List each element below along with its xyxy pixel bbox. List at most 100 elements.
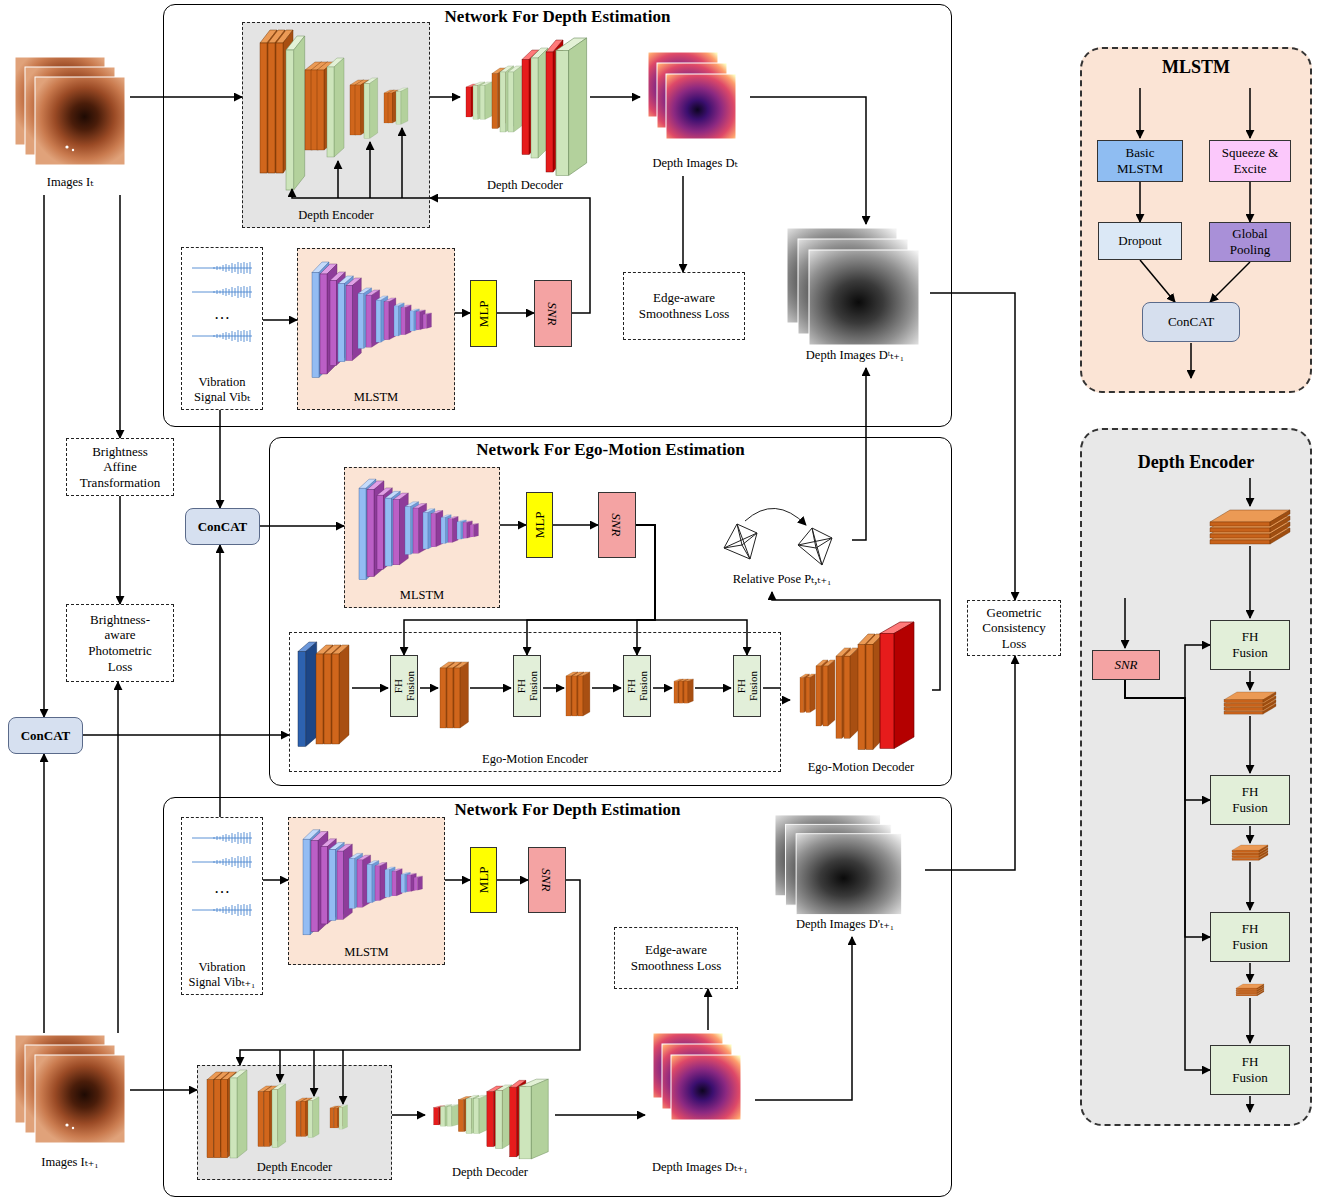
decoder-stack: Ego-Motion Decoder xyxy=(790,618,932,780)
vibration-signal: …Vibration Signal Vibₜ xyxy=(181,247,263,410)
box-label: Squeeze & Excite xyxy=(1213,145,1287,176)
connector-arrow xyxy=(1140,260,1175,302)
illustration-shape xyxy=(592,687,621,689)
panel-title: Depth Encoder xyxy=(1138,452,1255,474)
concat-box: ConCAT xyxy=(185,508,260,545)
fusion-box: FH Fusion xyxy=(390,655,418,717)
mlstm-block: MLSTM xyxy=(297,248,455,410)
box-label: Brightness Affine Transformation xyxy=(77,444,163,491)
connector-arrow xyxy=(1210,262,1250,302)
loss-box: Edge-aware Smoothness Loss xyxy=(623,272,745,340)
connector-arrow xyxy=(755,937,852,1100)
illustration-shape xyxy=(1190,343,1192,378)
illustration-shape xyxy=(724,524,757,559)
illustration-shape xyxy=(1249,546,1251,618)
illustration-shape xyxy=(724,508,832,565)
box-label: ConCAT xyxy=(21,728,71,744)
box-label: ConCAT xyxy=(1168,314,1214,330)
caption: MLSTM xyxy=(354,390,398,405)
connector-arrow xyxy=(553,524,598,526)
loss-box: Geometric Consistency Loss xyxy=(967,600,1061,656)
illustration-shape xyxy=(543,687,564,689)
caption: MLSTM xyxy=(400,588,444,603)
connector-arrow xyxy=(781,699,790,701)
fusion-box: FH Fusion xyxy=(733,655,761,717)
illustration-shape xyxy=(724,524,757,559)
connector-arrow xyxy=(707,989,709,1030)
connector-arrow xyxy=(263,319,297,321)
caption: Images Iₜ xyxy=(47,175,93,190)
encoder-block: Depth Encoder xyxy=(197,1065,392,1180)
snr-box: SNR xyxy=(534,280,572,347)
connector-arrow xyxy=(925,656,1015,870)
illustration-shape xyxy=(364,78,378,139)
network-panel: Network For Depth EstimationDepth Encode… xyxy=(163,4,952,427)
illustration-shape xyxy=(1249,826,1251,843)
illustration-shape xyxy=(352,687,388,689)
caption: Ego-Motion Encoder xyxy=(482,752,588,767)
caption: … xyxy=(214,304,230,323)
illustration-shape xyxy=(313,1050,315,1096)
mlstm-detail-panel: MLSTMBasic MLSTMSqueeze & ExciteDropoutG… xyxy=(1080,47,1312,393)
module-box: Basic MLSTM xyxy=(1097,140,1183,182)
illustration-shape xyxy=(401,128,403,198)
caption: Depth Images Dₜ₊₁ xyxy=(652,1160,748,1175)
connector-arrow xyxy=(1139,182,1141,222)
box-label: Basic MLSTM xyxy=(1101,145,1179,176)
illustration-shape xyxy=(298,642,317,747)
box-label: FH Fusion xyxy=(735,669,759,703)
loss-box: Edge-aware Smoothness Loss xyxy=(614,927,738,989)
connector-arrow xyxy=(219,545,221,817)
illustration-shape xyxy=(286,36,305,190)
panel-title: Network For Ego-Motion Estimation xyxy=(476,440,744,460)
panel-title: MLSTM xyxy=(1162,57,1230,79)
fusion-box: FH Fusion xyxy=(1210,775,1290,825)
box-label: FH Fusion xyxy=(1228,784,1272,815)
vibration-signal: …Vibration Signal Vibₜ₊₁ xyxy=(181,817,263,995)
illustration-shape xyxy=(466,38,587,176)
connector-arrow xyxy=(636,525,747,655)
illustration-shape xyxy=(1249,88,1251,138)
illustration-shape xyxy=(359,479,479,579)
connector-arrow xyxy=(119,496,121,604)
illustration-shape xyxy=(1249,716,1251,773)
connector-arrow xyxy=(682,176,684,272)
illustration-shape xyxy=(763,687,781,689)
image-stack: Images Iₜ₊₁ xyxy=(10,1033,130,1175)
box-label: FH Fusion xyxy=(515,669,539,703)
connector-arrow xyxy=(636,525,655,655)
illustration-shape xyxy=(844,648,858,738)
box-label: Geometric Consistency Loss xyxy=(974,605,1054,652)
illustration-shape xyxy=(337,161,339,198)
caption: Depth Images Dᵗₜ₊₁ xyxy=(806,348,904,363)
connector-arrow xyxy=(43,754,45,1033)
decoder-stack: Depth Decoder xyxy=(460,36,590,198)
caption: Ego-Motion Decoder xyxy=(808,760,915,775)
caption: Relative Pose Pₜ,ₜ₊₁ xyxy=(733,572,832,587)
decoder-stack: Depth Decoder xyxy=(425,1075,555,1185)
connector-arrow xyxy=(555,1114,645,1116)
concat-box: ConCAT xyxy=(1142,302,1240,342)
box-label: SNR xyxy=(609,513,625,536)
box-label: FH Fusion xyxy=(392,669,416,703)
concat-box: ConCAT xyxy=(8,717,83,754)
illustration-shape xyxy=(303,830,423,935)
encoder-block: Depth Encoder xyxy=(242,22,430,228)
mlp-box: MLP xyxy=(470,847,497,913)
illustration-shape xyxy=(1249,963,1251,982)
snr-box: SNR xyxy=(598,492,636,558)
depth-map-stack: Depth Images Dᵗₜ₊₁ xyxy=(780,224,930,368)
connector-arrow xyxy=(119,195,121,438)
caption: Depth Decoder xyxy=(452,1165,528,1180)
mlstm-block: MLSTM xyxy=(288,817,445,965)
illustration-shape xyxy=(1139,88,1141,138)
illustration-shape xyxy=(798,528,832,565)
caption: Vibration Signal Vibₜ₊₁ xyxy=(182,960,262,990)
snr-box: SNR xyxy=(528,847,566,913)
pose-icon: Relative Pose Pₜ,ₜ₊₁ xyxy=(712,512,852,592)
illustration-shape xyxy=(312,262,432,378)
caption: Depth Encoder xyxy=(257,1160,332,1175)
illustration-shape xyxy=(1080,428,1312,1126)
box-label: Edge-aware Smoothness Loss xyxy=(638,290,730,321)
